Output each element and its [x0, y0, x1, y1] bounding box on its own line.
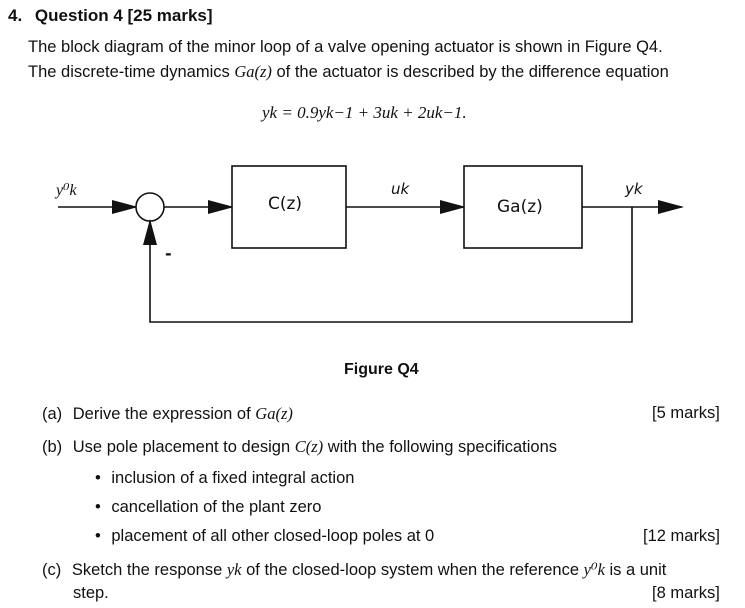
plant-label: Ga(z) — [497, 197, 543, 217]
part-a-marks: [5 marks] — [652, 404, 720, 422]
question-heading: 4. Question 4 [25 marks] — [8, 6, 213, 26]
part-a-math: Ga(z) — [255, 404, 293, 423]
part-b-label: (b) — [42, 438, 63, 456]
part-b-bullet-2: • cancellation of the plant zero — [95, 498, 322, 516]
part-b-text-post: with the following specifications — [323, 438, 558, 456]
part-a-label: (a) — [42, 405, 63, 423]
difference-equation: yk = 0.9yk−1 + 3uk + 2uk−1. — [262, 103, 467, 122]
part-c-label: (c) — [42, 561, 62, 579]
intro-line-1: The block diagram of the minor loop of a… — [28, 38, 663, 56]
part-a: (a) Derive the expression of Ga(z) — [42, 404, 293, 424]
part-b-text-pre: Use pole placement to design — [72, 438, 295, 456]
feedback-path — [143, 207, 633, 323]
part-b-marks: [12 marks] — [643, 527, 721, 545]
reference-input-text: y⁰k — [56, 182, 77, 199]
part-b-bullet-1: • inclusion of a fixed integral action — [95, 469, 355, 487]
bullet-text-3: placement of all other closed-loop poles… — [111, 527, 435, 545]
part-a-text: Derive the expression of — [72, 405, 256, 423]
figure-caption: Figure Q4 — [344, 361, 419, 378]
part-b-bullet-3: • placement of all other closed-loop pol… — [95, 527, 435, 545]
feedback-sign: - — [165, 244, 172, 263]
intro-line-2-post: of the actuator is described by the diff… — [271, 63, 669, 81]
intro-line-2: The discrete-time dynamics Ga(z) of the … — [28, 62, 669, 82]
part-c-text-post: is a unit — [604, 561, 667, 579]
output-signal-label: yk — [625, 180, 643, 198]
part-b: (b) Use pole placement to design C(z) wi… — [42, 437, 557, 457]
question-title: Question 4 [25 marks] — [34, 6, 213, 25]
part-c-marks: [8 marks] — [652, 584, 720, 602]
part-c-math-2: y⁰k — [583, 560, 605, 579]
summing-junction — [135, 192, 165, 222]
reference-input-label: y⁰k — [56, 180, 77, 200]
control-signal-label: uk — [391, 180, 410, 198]
intro-line-2-math: Ga(z) — [234, 62, 272, 81]
bullet-text-1: inclusion of a fixed integral action — [111, 469, 355, 487]
intro-line-2-pre: The discrete-time dynamics — [28, 63, 235, 81]
question-number: 4. — [8, 6, 23, 25]
bullet-text-2: cancellation of the plant zero — [111, 498, 322, 516]
plant-block — [463, 165, 583, 249]
part-c-math-1: yk — [226, 560, 242, 579]
part-c-line-2: step. — [73, 584, 109, 602]
part-c-text-pre: Sketch the response — [71, 561, 227, 579]
controller-label: C(z) — [268, 194, 303, 214]
part-c-text-mid: of the closed-loop system when the refer… — [241, 561, 584, 579]
part-b-math: C(z) — [294, 437, 324, 456]
part-c: (c) Sketch the response yk of the closed… — [42, 560, 666, 580]
